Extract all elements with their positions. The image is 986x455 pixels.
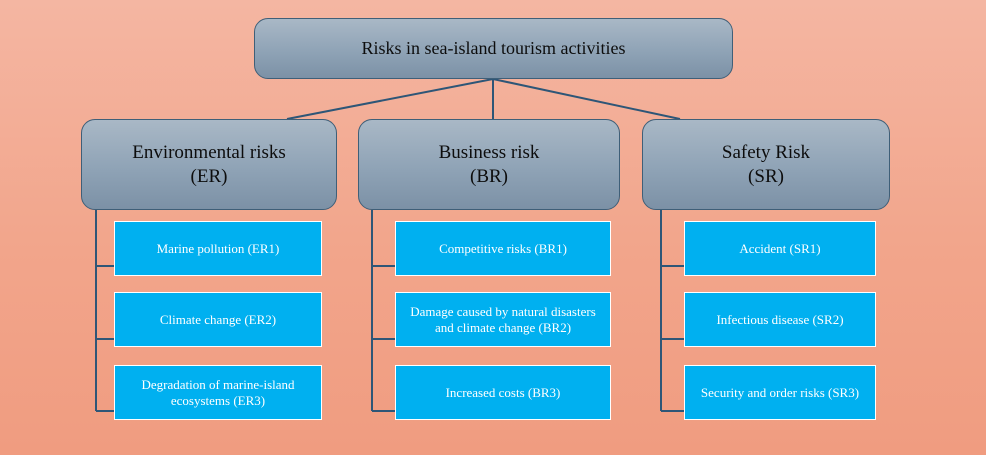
category-title: Environmental risks	[132, 141, 286, 163]
risk-item-er2: Climate change (ER2)	[114, 292, 322, 347]
category-code: (BR)	[470, 165, 508, 187]
risk-item-label: Damage caused by natural disasters and c…	[410, 303, 596, 335]
risk-item-label: Increased costs (BR3)	[445, 384, 561, 400]
category-title: Safety Risk	[721, 141, 811, 163]
risk-item-er1: Marine pollution (ER1)	[114, 221, 322, 276]
category-safety-risk: Safety Risk (SR)	[642, 119, 890, 210]
root-to-sr-connector	[492, 78, 681, 120]
risk-item-sr1: Accident (SR1)	[684, 221, 876, 276]
category-environmental-risks: Environmental risks (ER)	[81, 119, 337, 210]
category-business-risk: Business risk (BR)	[358, 119, 620, 210]
risk-item-br2: Damage caused by natural disasters and c…	[395, 292, 611, 347]
category-code: (ER)	[190, 165, 228, 187]
risk-item-br1: Competitive risks (BR1)	[395, 221, 611, 276]
risk-item-br3: Increased costs (BR3)	[395, 365, 611, 420]
risk-item-label: Infectious disease (SR2)	[716, 311, 844, 327]
root-node: Risks in sea-island tourism activities	[254, 18, 733, 79]
risk-item-label: Competitive risks (BR1)	[439, 240, 567, 256]
root-to-er-connector	[286, 78, 494, 120]
category-title: Business risk	[438, 141, 540, 163]
risk-item-sr2: Infectious disease (SR2)	[684, 292, 876, 347]
root-label: Risks in sea-island tourism activities	[361, 38, 626, 58]
risk-item-label: Accident (SR1)	[739, 240, 821, 256]
risk-item-label: Marine pollution (ER1)	[156, 240, 280, 256]
risk-item-er3: Degradation of marine-island ecosystems …	[114, 365, 322, 420]
risk-item-sr3: Security and order risks (SR3)	[684, 365, 876, 420]
risk-item-label: Security and order risks (SR3)	[700, 384, 860, 400]
risk-item-label: Degradation of marine-island ecosystems …	[141, 376, 295, 408]
category-code: (SR)	[748, 165, 784, 187]
risk-item-label: Climate change (ER2)	[159, 311, 277, 327]
